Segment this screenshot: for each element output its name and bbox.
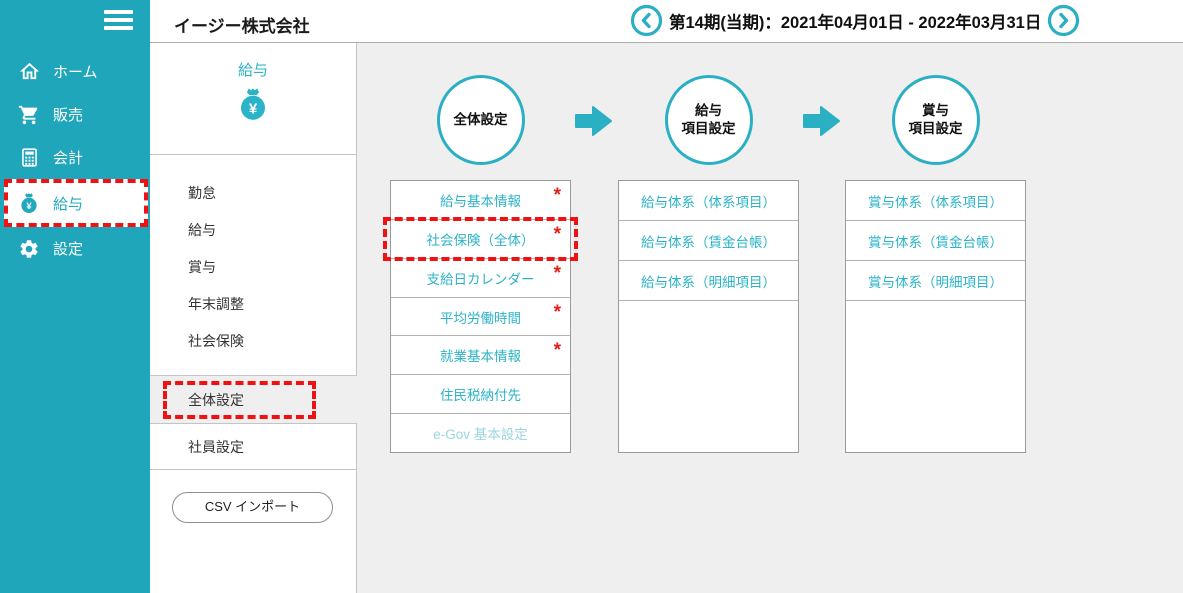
csv-import-area: CSV インポート [150,470,356,523]
subnav-item-bonus[interactable]: 賞与 [188,259,216,275]
subnav-item-employee-settings[interactable]: 社員設定 [150,424,356,470]
subnav-list: 勤怠 給与 賞与 年末調整 社会保険 [150,155,356,360]
required-asterisk: * [553,262,561,284]
cart-icon [17,103,41,127]
hamburger-bar [104,26,133,30]
sidebar-item-accounting[interactable]: 会計 [0,136,150,179]
sidebar-item-home[interactable]: ホーム [0,50,150,93]
step-label: 全体設定 [453,112,508,128]
empty-filler [619,301,798,452]
sidebar-item-label: ホーム [53,64,98,81]
flow-arrow-icon [803,106,840,136]
link-label: 賞与体系（賃金台帳） [868,234,1003,250]
flow-arrow-icon [575,106,612,136]
sidebar-item-label: 販売 [53,107,84,124]
fiscal-period-nav: 第14期(当期)：2021年04月01日 - 2022年03月31日 [630,4,1080,37]
link-label: 給与体系（賃金台帳） [641,234,776,250]
svg-text:¥: ¥ [26,201,32,212]
step-circle-overall-settings: 全体設定 [436,75,525,165]
subnav-item-attendance[interactable]: 勤怠 [188,185,216,201]
sidebar-menu: ホーム 販売 [0,50,150,270]
overall-settings-highlight: 全体設定 [163,380,316,419]
link-row-egov-disabled: e-Gov 基本設定 [391,414,570,452]
link-row[interactable]: 賞与体系（賃金台帳） [846,221,1025,261]
link-row[interactable]: 給与体系（賃金台帳） [619,221,798,261]
sidebar-item-settings[interactable]: 設定 [0,227,150,270]
required-asterisk: * [553,223,561,245]
subnav-item-overall-settings[interactable]: 全体設定 [150,375,358,424]
link-label: 賞与体系（体系項目） [868,194,1003,210]
moneybag-icon: ¥ [234,85,272,123]
sidebar-item-label: 会計 [53,150,84,167]
csv-import-button[interactable]: CSV インポート [172,492,333,523]
sidebar: ホーム 販売 [0,0,150,593]
gear-icon [17,237,41,261]
step-label: 項目設定 [681,121,736,136]
step-label: 給与 [695,103,722,119]
subnav-header: 給与 ¥ [150,43,356,155]
link-row[interactable]: 平均労働時間 * [391,298,570,337]
link-row[interactable]: 住民税納付先 [391,375,570,415]
step-label: 賞与 [922,103,949,119]
hamburger-bar [104,18,133,22]
top-bar: イージー株式会社 第14期(当期)：2021年04月01日 - 2022年03月… [150,0,1183,43]
subnav-item-social-insurance[interactable]: 社会保険 [188,333,244,349]
sidebar-item-payroll[interactable]: ¥ 給与 [4,179,148,227]
link-row[interactable]: 賞与体系（体系項目） [846,181,1025,221]
link-label: e-Gov 基本設定 [433,427,528,443]
moneybag-icon: ¥ [17,191,41,215]
link-label: 支給日カレンダー [426,271,535,287]
fiscal-period-label: 第14期(当期)：2021年04月01日 - 2022年03月31日 [669,13,1042,32]
required-asterisk: * [553,340,561,362]
empty-filler [846,301,1025,452]
calculator-icon [17,146,41,170]
previous-period-button[interactable] [630,4,663,37]
step-circle-salary-item-settings: 給与項目設定 [664,75,753,165]
step-circle-bonus-item-settings: 賞与項目設定 [891,75,980,165]
link-row[interactable]: 給与体系（明細項目） [619,261,798,301]
subnav-item-payroll[interactable]: 給与 [188,222,216,238]
link-label: 住民税納付先 [440,388,521,404]
salary-item-settings-box: 給与体系（体系項目） 給与体系（賃金台帳） 給与体系（明細項目） [618,180,799,453]
next-period-button[interactable] [1047,4,1080,37]
hamburger-menu-icon[interactable] [104,10,133,34]
link-label: 社会保険（全体） [426,232,535,248]
link-row[interactable]: 支給日カレンダー * [391,259,570,298]
required-asterisk: * [553,185,561,206]
subnav-item-year-end-adjustment[interactable]: 年末調整 [188,296,244,312]
step-column-bonus-items: 賞与項目設定 賞与体系（体系項目） 賞与体系（賃金台帳） 賞与体系（明細項目） [845,75,1026,453]
link-label: 就業基本情報 [440,349,521,365]
svg-text:¥: ¥ [249,101,258,118]
content-area: 給与 ¥ 勤怠 給与 賞与 年末調整 社会保険 [150,43,1183,593]
subnav-title: 給与 [237,62,268,79]
home-icon [17,60,41,84]
sidebar-item-label: 設定 [53,241,84,258]
link-row[interactable]: 給与基本情報 * [391,181,570,220]
required-asterisk: * [553,301,561,323]
step-column-overall: 全体設定 給与基本情報 * 社会保険（全体） * 支給日 [383,75,578,453]
sidebar-item-label: 給与 [53,195,84,213]
link-label: 給与基本情報 [440,193,521,209]
link-row[interactable]: 就業基本情報 * [391,336,570,376]
bonus-item-settings-box: 賞与体系（体系項目） 賞与体系（賃金台帳） 賞与体系（明細項目） [845,180,1026,453]
link-row[interactable]: 賞与体系（明細項目） [846,261,1025,301]
step-label: 項目設定 [908,121,963,136]
payroll-subnav: 給与 ¥ 勤怠 給与 賞与 年末調整 社会保険 [150,43,358,593]
main-panel: 全体設定 給与基本情報 * 社会保険（全体） * 支給日 [357,43,1183,593]
step-column-salary-items: 給与項目設定 給与体系（体系項目） 給与体系（賃金台帳） 給与体系（明細項目） [618,75,799,453]
hamburger-bar [104,10,133,14]
link-row-social-insurance-overall[interactable]: 社会保険（全体） * [383,216,578,261]
link-label: 賞与体系（明細項目） [868,274,1003,290]
company-name: イージー株式会社 [174,17,310,36]
link-label: 給与体系（明細項目） [641,274,776,290]
overall-settings-box: 給与基本情報 * 社会保険（全体） * 支給日カレンダー * [383,180,578,453]
sidebar-item-sales[interactable]: 販売 [0,93,150,136]
link-label: 給与体系（体系項目） [641,194,776,210]
right-pane: イージー株式会社 第14期(当期)：2021年04月01日 - 2022年03月… [150,0,1183,593]
link-label: 平均労働時間 [440,310,521,326]
link-row[interactable]: 給与体系（体系項目） [619,181,798,221]
